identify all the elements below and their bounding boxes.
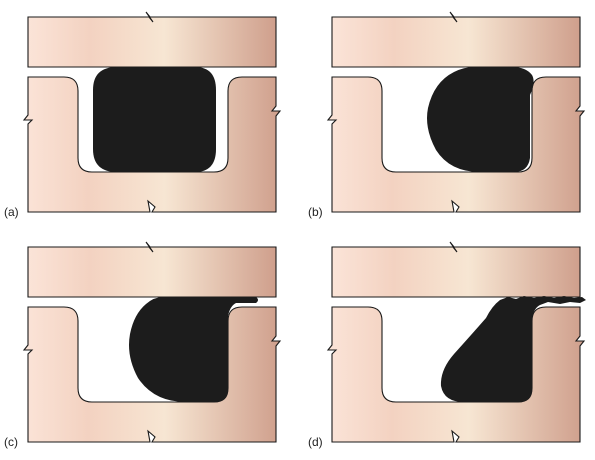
panel-a: (a)	[4, 11, 282, 219]
upper-plate	[27, 241, 277, 298]
panel-d: (d)	[308, 241, 586, 449]
gland-body	[326, 76, 586, 213]
o-ring-seal	[129, 297, 258, 402]
upper-plate	[27, 11, 277, 68]
o-ring-seal	[93, 67, 216, 172]
panel-label: (d)	[308, 435, 323, 449]
panel-label: (b)	[308, 205, 323, 219]
panel-label: (c)	[4, 435, 18, 449]
panel-label: (a)	[4, 205, 19, 219]
upper-plate	[331, 11, 581, 68]
panel-c: (c)	[4, 241, 282, 449]
o-ring-seal	[440, 296, 586, 402]
o-ring-seal	[427, 67, 534, 172]
panel-b: (b)	[308, 11, 586, 219]
gland-body	[22, 76, 282, 213]
upper-plate	[331, 241, 581, 298]
